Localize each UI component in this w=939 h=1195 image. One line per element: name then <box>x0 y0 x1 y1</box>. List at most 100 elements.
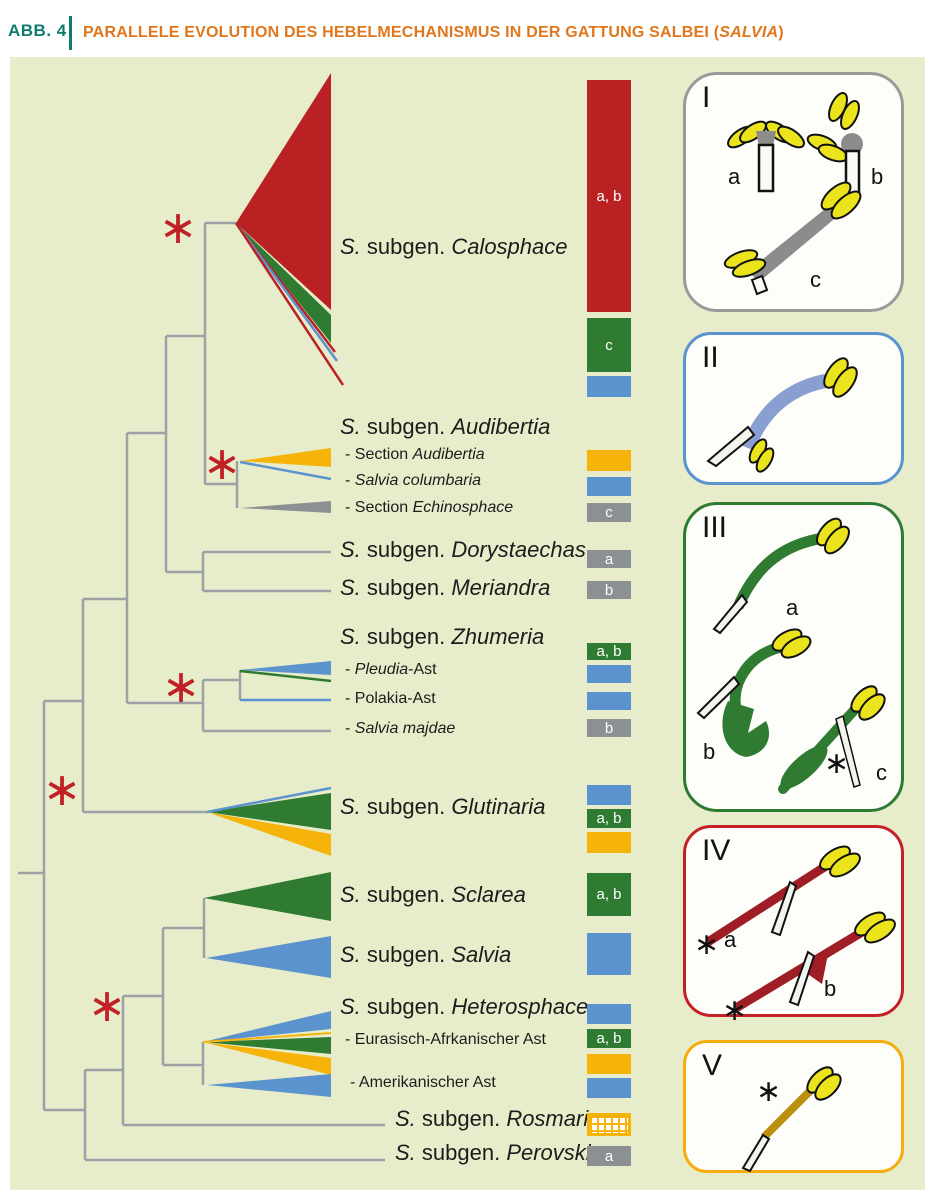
anther <box>814 1073 842 1101</box>
taxon-label-part: Audibertia <box>451 414 551 440</box>
type-3a-letter: a <box>786 595 799 620</box>
trait-bar-gray-a: a <box>587 550 631 568</box>
trait-bar-label: a, b <box>596 643 622 660</box>
taxon-label-part: Heterosphace <box>451 994 589 1020</box>
taxon-label-part: S. <box>340 575 361 601</box>
support-asterisk: ∗ <box>162 660 201 712</box>
trait-bar-label: a <box>604 1147 614 1165</box>
clade-wedge-salvia <box>206 936 331 978</box>
taxon-label-part: subgen. <box>360 882 452 908</box>
taxon-label-part: S. <box>340 624 361 650</box>
trait-bar-gray-b: b <box>587 719 631 737</box>
taxon-label-part: subgen. <box>360 234 452 260</box>
taxon-label: - Amerikanischer Ast <box>350 1075 496 1091</box>
trait-bar-blue <box>587 665 631 683</box>
clade-wedge-pleudia <box>240 661 331 675</box>
clade-wedge-heterosphace-green <box>203 1037 331 1054</box>
legend-box-5-numeral: V <box>702 1049 723 1082</box>
trait-bar-orange <box>587 450 631 471</box>
stamen-type-1a-icon <box>727 120 805 193</box>
taxon-label-part: S. <box>340 794 361 820</box>
staminode-asterisk: ∗ <box>824 747 849 780</box>
taxon-label-part: Audibertia <box>412 446 485 464</box>
taxon-label-part: - <box>345 720 355 738</box>
taxon-label: - Section Audibertia <box>345 447 485 463</box>
trait-bar-label: a <box>604 550 614 568</box>
legend-box-2: II <box>683 332 904 485</box>
trait-bar-green-ab: a, b <box>587 873 631 916</box>
clade-wedge-heterosphace-orange <box>203 1042 331 1075</box>
legend-box-4: a b ∗ ∗ IV <box>683 825 904 1020</box>
taxon-label-part: S. <box>340 942 361 968</box>
taxon-label: - Pleudia-Ast <box>345 662 437 678</box>
type-3b-letter: b <box>703 739 715 764</box>
trait-bar-blue <box>587 785 631 805</box>
trait-bar-label: c <box>605 504 613 521</box>
trait-bar-label: a, b <box>596 1030 622 1047</box>
taxon-label-part: Glutinaria <box>451 794 546 820</box>
clade-wedge-heterosphace-blue <box>203 1011 331 1042</box>
trait-bar-green-ab: a, b <box>587 643 631 660</box>
type-4b-asterisk: ∗ <box>722 994 747 1020</box>
taxon-label-part: S. <box>340 234 361 260</box>
trait-bar-orange <box>587 1054 631 1074</box>
taxon-label-part: Calosphace <box>451 234 568 260</box>
taxon-label-part: S. <box>340 994 361 1020</box>
taxon-label: S. subgen. Meriandra <box>340 577 550 599</box>
type-4b-letter: b <box>824 976 836 1001</box>
taxon-label: S. subgen. Calosphace <box>340 236 568 258</box>
connective-band <box>741 373 834 451</box>
taxon-label: - Salvia majdae <box>345 721 455 737</box>
taxon-label-part: - Section <box>345 499 413 517</box>
clade-wedge-sclarea <box>204 872 331 921</box>
stamen-type-4a-icon <box>705 845 861 946</box>
stamen-type-1c-icon <box>723 181 862 296</box>
figure-title-species: SALVIA <box>719 24 779 41</box>
trait-bar-orange <box>587 832 631 853</box>
clade-line-pleudia-green-line <box>239 669 332 683</box>
taxon-label: - Section Echinosphace <box>345 500 513 516</box>
legend-box-2-numeral: II <box>702 341 719 374</box>
taxon-label-part: Sclarea <box>451 882 526 908</box>
taxon-label: S. subgen. Heterosphace <box>340 996 588 1018</box>
trait-bar-hatch <box>587 1113 631 1136</box>
clade-line-heterosphace-orange-line <box>202 1032 332 1043</box>
taxon-label-part: Salvia <box>451 942 512 968</box>
trait-bar-green-ab: a, b <box>587 1029 631 1048</box>
clade-wedge-glutinaria-orange <box>207 812 331 856</box>
type-1a-letter: a <box>728 164 741 189</box>
trait-bar-blue <box>587 933 631 975</box>
trait-bar-label: a, b <box>596 187 622 205</box>
taxon-label: S. subgen. Audibertia <box>340 416 550 438</box>
taxon-label: S. subgen. Zhumeria <box>340 626 544 648</box>
type-4a-asterisk: ∗ <box>694 928 719 961</box>
support-asterisk: ∗ <box>43 763 82 815</box>
header-divider <box>69 16 72 50</box>
taxon-label-part: Echinosphace <box>412 499 514 517</box>
type-1b-letter: b <box>871 164 883 189</box>
taxon-label: - Polakia-Ast <box>345 691 436 707</box>
taxon-label: S. subgen. Salvia <box>340 944 511 966</box>
type-3c-letter: c <box>876 760 887 785</box>
figure-title: PARALLELE EVOLUTION DES HEBELMECHANISMUS… <box>83 24 784 42</box>
taxon-label-part: - <box>345 661 355 679</box>
clade-wedge-echinosphace <box>240 501 331 513</box>
taxon-label-part: Salvia columbaria <box>354 472 482 490</box>
taxon-label-part: S. <box>395 1106 416 1132</box>
taxon-label: S. subgen. Glutinaria <box>340 796 545 818</box>
taxon-label-part: S. <box>395 1140 416 1166</box>
stamen-type-4-illustration: a b ∗ ∗ <box>694 845 896 1020</box>
support-asterisk: ∗ <box>88 979 127 1031</box>
taxon-label-part: Salvia majdae <box>354 720 456 738</box>
taxon-label-part: Pleudia <box>354 661 409 679</box>
trait-bar-gray-a: a <box>587 1146 631 1166</box>
taxon-label-part: S. <box>340 414 361 440</box>
taxon-label: - Salvia columbaria <box>345 473 481 489</box>
trait-bar-blue <box>587 376 631 397</box>
taxon-label-part: subgen. <box>360 575 452 601</box>
type-5-asterisk: ∗ <box>756 1075 781 1108</box>
taxon-label-part: subgen. <box>360 414 452 440</box>
type-4a-letter: a <box>724 927 737 952</box>
taxon-label-part: subgen. <box>360 537 452 563</box>
